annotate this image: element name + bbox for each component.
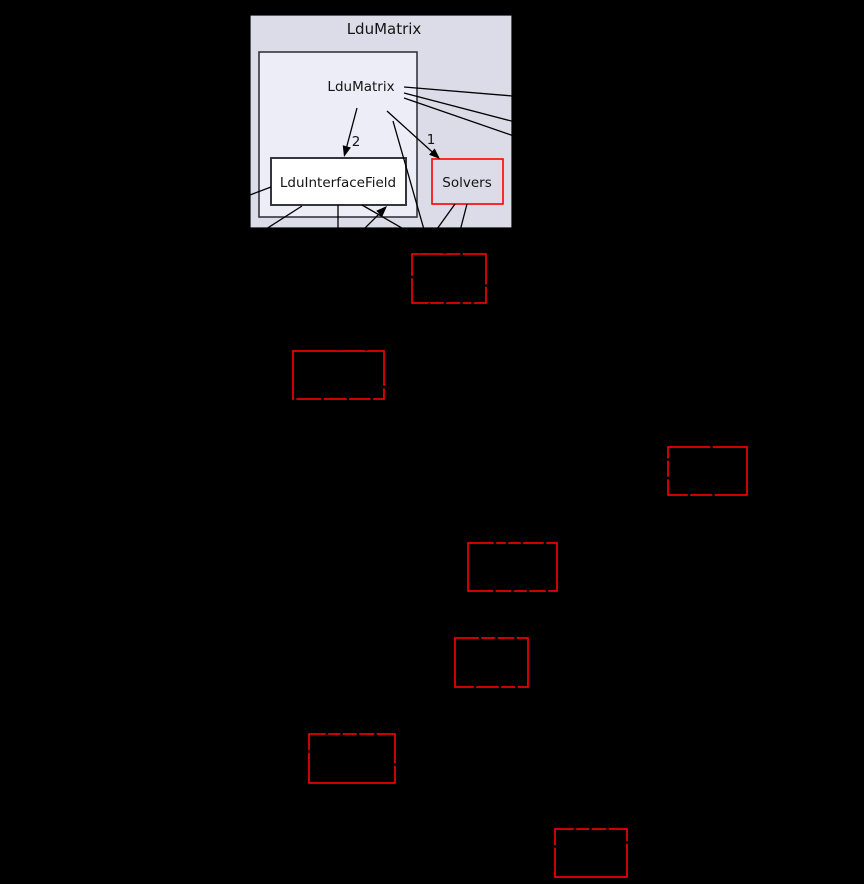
edge-stub [404, 274, 420, 280]
dependency-edge-arrowhead [333, 340, 343, 351]
dependency-edge-arrowhead [376, 206, 387, 217]
dependency-node-1[interactable] [411, 253, 487, 304]
dependency-edge [392, 120, 429, 244]
edge-stub [469, 296, 476, 310]
edge-stub [492, 536, 498, 550]
dependency-edge [403, 86, 864, 126]
node-lduinterfacefield-label: LduInterfaceField [280, 175, 396, 191]
node-solvers-label: Solvers [442, 175, 491, 191]
edge-stub [510, 584, 515, 598]
dependency-edge-arrowhead [342, 145, 351, 157]
edge-stub [376, 383, 392, 391]
dependency-edge [229, 205, 303, 253]
dependency-node-3[interactable] [667, 446, 748, 496]
edge-stub [372, 727, 379, 741]
dependency-edge-arrowhead [429, 148, 440, 159]
edge-stub [388, 761, 402, 768]
dependency-node-5[interactable] [454, 637, 529, 688]
edge-stub [345, 392, 351, 407]
edge-stub [525, 584, 531, 598]
edge-stub [339, 727, 344, 741]
cluster-ldumatrix-inner-label: LduMatrix [327, 79, 394, 95]
edge-stub [512, 631, 519, 645]
dependency-edge [361, 204, 438, 250]
dependency-edge-arrowhead [435, 244, 447, 254]
dependency-edge [456, 203, 468, 244]
edge-multiplicity-label: 2 [352, 134, 361, 150]
dependency-edge [373, 302, 431, 345]
edge-stub [492, 584, 497, 598]
edge-stub [504, 536, 510, 550]
edge-stub [710, 488, 717, 502]
node-solvers[interactable] [431, 158, 504, 205]
edge-stub [548, 843, 562, 850]
edge-stub [709, 440, 714, 454]
dependency-edge [403, 97, 864, 258]
dependency-edge-arrowhead [419, 242, 429, 254]
dependency-edge [346, 107, 358, 147]
dependency-edge [204, 186, 272, 213]
edge-stub [541, 536, 549, 550]
edge-stub [494, 631, 499, 645]
edge-stub [320, 392, 325, 407]
edge-stub [441, 296, 449, 310]
edge-stub [472, 680, 478, 694]
cluster-ldumatrix-outer-label: LduMatrix [347, 20, 422, 38]
dependency-edge-arrowhead [365, 341, 377, 351]
edge-stub [660, 475, 676, 481]
edge-stub [477, 631, 483, 645]
edge-stub [572, 822, 578, 836]
edge-multiplicity-label: 1 [427, 132, 436, 148]
edge-stub [355, 727, 361, 741]
edge-stub [459, 247, 464, 261]
edge-stub [604, 822, 611, 836]
edge-stub [660, 456, 676, 463]
edge-stub [291, 392, 299, 407]
edge-stub [324, 727, 330, 741]
edge-stub [620, 839, 634, 846]
dependency-edge [424, 203, 456, 246]
edge-stub [686, 488, 692, 502]
dependency-node-6[interactable] [308, 733, 396, 784]
edge-stub [368, 392, 376, 407]
edge-stub [302, 748, 316, 755]
edge-stub [519, 536, 525, 550]
edge-stub [543, 584, 551, 598]
edge-stub [459, 296, 464, 310]
edge-stub [478, 282, 494, 289]
dependency-edge-arrowhead [452, 242, 461, 254]
edge-stub [513, 680, 520, 694]
dependency-node-2[interactable] [292, 350, 385, 400]
edge-stub [588, 822, 593, 836]
dependency-edge [403, 92, 864, 214]
dependency-edge [340, 213, 380, 253]
node-lduinterfacefield[interactable] [270, 157, 407, 206]
dependency-edge [386, 110, 433, 153]
